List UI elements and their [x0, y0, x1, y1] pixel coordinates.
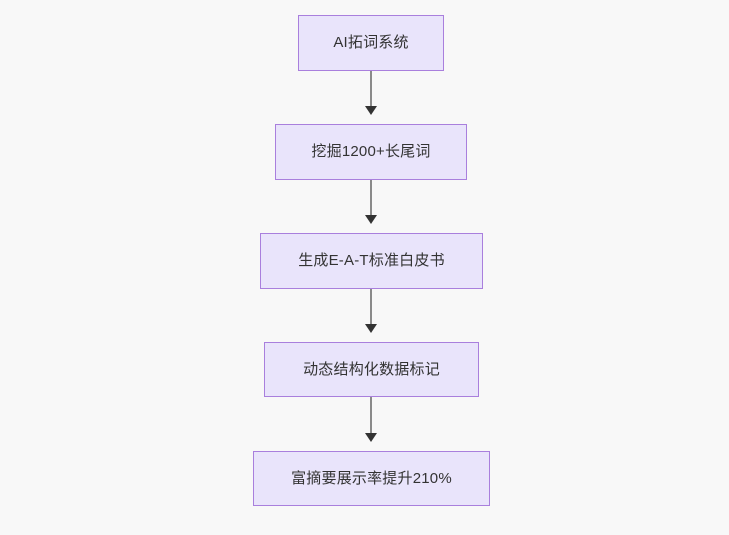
flowchart-node-dynamic-structured-data-markup[interactable]: 动态结构化数据标记 — [264, 342, 479, 397]
edge-node2-to-node3 — [370, 180, 372, 215]
arrowhead-node1-to-node2 — [365, 106, 377, 115]
edge-node1-to-node2 — [370, 71, 372, 106]
flowchart-node-mine-longtail-keywords[interactable]: 挖掘1200+长尾词 — [275, 124, 467, 180]
arrowhead-node4-to-node5 — [365, 433, 377, 442]
flowchart-node-label: 富摘要展示率提升210% — [291, 469, 452, 487]
edge-node3-to-node4 — [370, 289, 372, 324]
flowchart-node-rich-snippet-impression-uplift[interactable]: 富摘要展示率提升210% — [253, 451, 490, 506]
arrowhead-node2-to-node3 — [365, 215, 377, 224]
flowchart-node-ai-keyword-system[interactable]: AI拓词系统 — [298, 15, 444, 71]
flowchart-node-label: 动态结构化数据标记 — [303, 360, 440, 378]
flowchart-node-generate-eat-whitepaper[interactable]: 生成E-A-T标准白皮书 — [260, 233, 483, 289]
flowchart-node-label: 挖掘1200+长尾词 — [311, 143, 431, 160]
flowchart-node-label: AI拓词系统 — [333, 34, 409, 51]
arrowhead-node3-to-node4 — [365, 324, 377, 333]
flowchart-node-label: 生成E-A-T标准白皮书 — [298, 252, 445, 269]
edge-node4-to-node5 — [370, 397, 372, 433]
